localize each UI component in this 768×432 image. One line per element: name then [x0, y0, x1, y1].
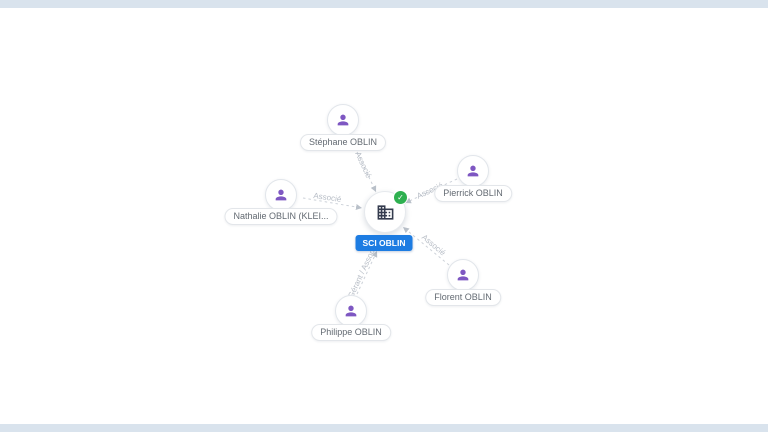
node-label-nathalie-oblin[interactable]: Nathalie OBLIN (KLEI...	[224, 208, 338, 225]
person-icon	[343, 303, 359, 319]
node-label-sci-oblin[interactable]: SCI OBLIN	[355, 235, 413, 251]
node-label-philippe-oblin[interactable]: Philippe OBLIN	[311, 324, 391, 341]
node-nathalie-oblin[interactable]	[265, 179, 297, 211]
edge-line	[356, 250, 378, 295]
edge-label: Associé	[313, 191, 343, 204]
top-border-strip	[0, 0, 768, 8]
node-florent-oblin[interactable]	[447, 259, 479, 291]
edge-label: Associé	[353, 150, 373, 180]
company-domain-icon	[376, 203, 395, 222]
edge-line	[404, 178, 458, 204]
edge-line	[349, 136, 377, 193]
node-label-florent-oblin[interactable]: Florent OBLIN	[425, 289, 501, 306]
person-icon	[465, 163, 481, 179]
node-pierrick-oblin[interactable]	[457, 155, 489, 187]
node-stephane-oblin[interactable]	[327, 104, 359, 136]
verified-check-icon: ✓	[393, 190, 408, 205]
person-icon	[335, 112, 351, 128]
node-label-stephane-oblin[interactable]: Stéphane OBLIN	[299, 134, 387, 151]
person-icon	[273, 187, 289, 203]
edge-label: Associé	[420, 233, 448, 258]
node-sci-oblin[interactable]: ✓	[364, 190, 408, 233]
bottom-border-strip	[0, 424, 768, 432]
person-icon	[455, 267, 471, 283]
edge-line	[302, 197, 363, 210]
node-philippe-oblin[interactable]	[335, 295, 367, 327]
node-label-pierrick-oblin[interactable]: Pierrick OBLIN	[434, 185, 512, 202]
edge-line	[402, 226, 450, 266]
